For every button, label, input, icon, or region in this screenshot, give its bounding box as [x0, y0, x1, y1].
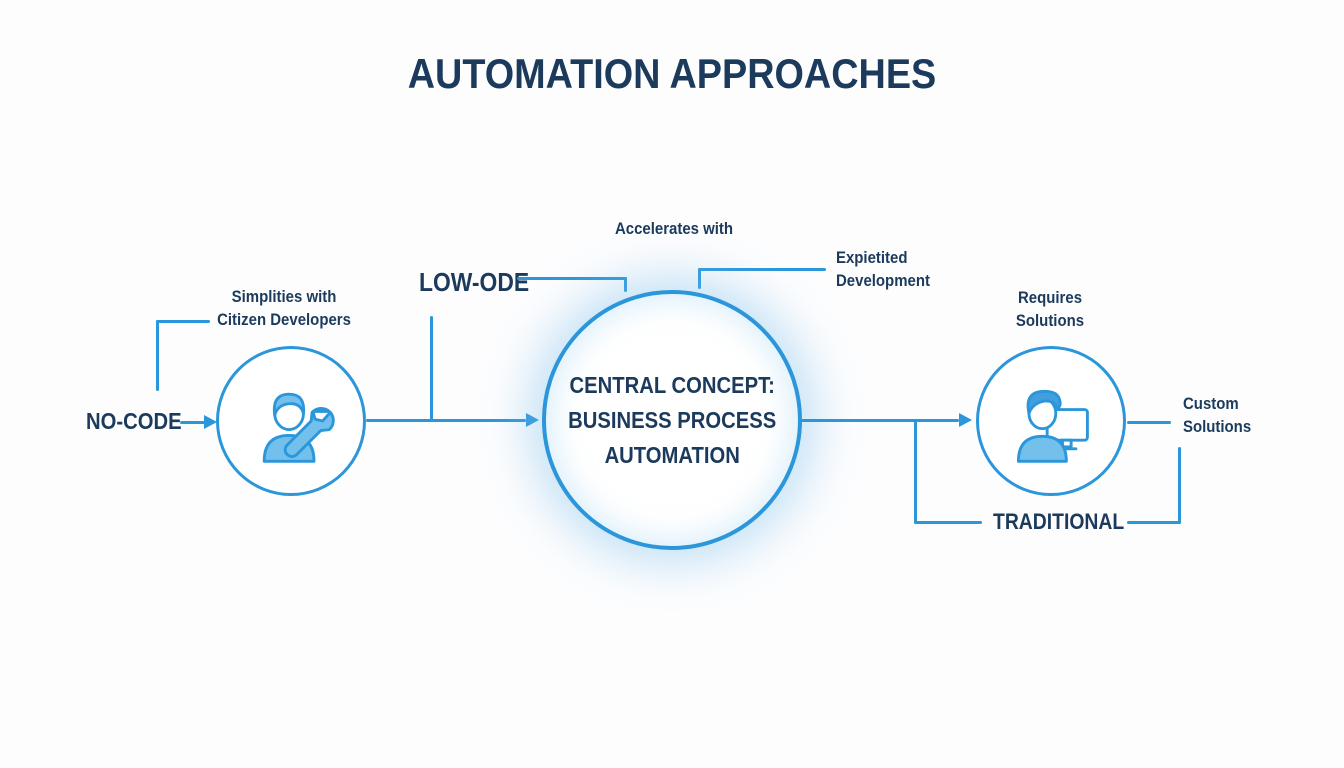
low-code-label: LOW-ODE: [419, 267, 530, 297]
custom-connector-line: [1127, 421, 1171, 424]
no-code-bracket-vertical-line: [156, 320, 159, 391]
no-code-caption: Simplities with Citizen Developers: [217, 287, 351, 329]
expedited-drop-line: [698, 268, 701, 289]
developer-computer-icon: [1016, 389, 1089, 463]
no-code-node-circle: [216, 346, 366, 496]
custom-caption: Custom Solutions: [1183, 394, 1252, 436]
expedited-caption: Expietited Development: [836, 248, 930, 290]
left-to-center-arrowhead: [526, 413, 539, 427]
central-concept-text: CENTRAL CONCEPT: BUSINESS PROCESS AUTOMA…: [567, 371, 777, 468]
center-to-right-arrowhead: [959, 413, 972, 427]
traditional-label: TRADITIONAL: [993, 509, 1125, 534]
left-to-center-arrow-line: [366, 419, 526, 422]
requires-caption: Requires Solutions: [1015, 288, 1085, 330]
expedited-horizontal-line: [698, 268, 826, 271]
low-code-vertical-line: [430, 316, 433, 421]
center-to-right-arrow-line: [801, 419, 959, 422]
traditional-branch-horizontal-line: [914, 521, 982, 524]
traditional-node-circle: [976, 346, 1126, 496]
central-concept-circle: CENTRAL CONCEPT: BUSINESS PROCESS AUTOMA…: [542, 290, 802, 550]
no-code-arrowhead: [204, 415, 217, 429]
no-code-arrow-line: [180, 421, 206, 424]
traditional-right-line: [1127, 521, 1181, 524]
no-code-label: NO-CODE: [86, 408, 182, 434]
developer-wrench-icon: [262, 392, 335, 463]
page-title: AUTOMATION APPROACHES: [407, 50, 937, 97]
low-code-horizontal-line: [517, 277, 627, 280]
custom-vertical-line: [1178, 447, 1181, 524]
no-code-bracket-horizontal-line: [156, 320, 210, 323]
low-code-drop-line: [624, 277, 627, 292]
traditional-branch-vertical-line: [914, 419, 917, 524]
accelerates-caption: Accelerates with: [614, 219, 734, 238]
